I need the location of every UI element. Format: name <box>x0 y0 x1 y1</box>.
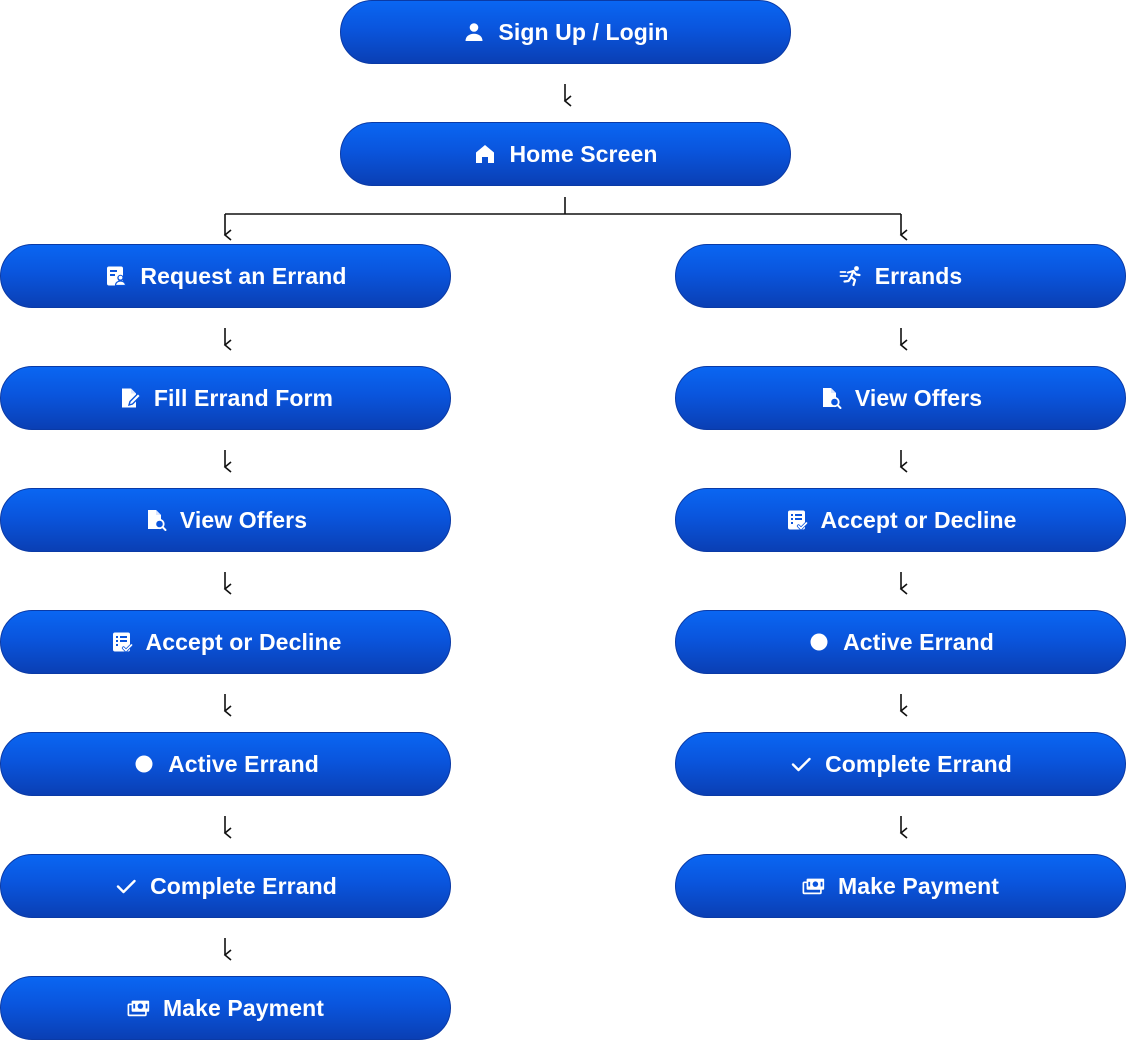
node-label: Make Payment <box>838 872 999 899</box>
errands-node[interactable]: Errands <box>675 244 1126 308</box>
document-search-icon <box>819 386 843 410</box>
signup-login-node[interactable]: Sign Up / Login <box>340 0 791 64</box>
node-label: Active Errand <box>843 628 994 655</box>
node-label: Sign Up / Login <box>498 18 669 45</box>
view-offers-node-left[interactable]: View Offers <box>0 488 451 552</box>
check-icon <box>789 752 813 776</box>
home-screen-node[interactable]: Home Screen <box>340 122 791 186</box>
view-offers-node-right[interactable]: View Offers <box>675 366 1126 430</box>
make-payment-node-left[interactable]: Make Payment <box>0 976 451 1040</box>
checklist-icon <box>785 508 809 532</box>
make-payment-node-right[interactable]: Make Payment <box>675 854 1126 918</box>
edit-document-icon <box>118 386 142 410</box>
cash-icon <box>127 996 151 1020</box>
cash-icon <box>802 874 826 898</box>
request-errand-node[interactable]: Request an Errand <box>0 244 451 308</box>
node-label: View Offers <box>179 506 308 533</box>
accept-decline-node-left[interactable]: Accept or Decline <box>0 610 451 674</box>
dot-icon <box>807 630 831 654</box>
node-label: Home Screen <box>509 140 658 167</box>
node-label: Fill Errand Form <box>153 384 334 411</box>
node-label: Active Errand <box>168 750 319 777</box>
user-icon <box>462 20 486 44</box>
node-label: Complete Errand <box>825 750 1012 777</box>
node-label: Errands <box>874 262 963 289</box>
node-label: Accept or Decline <box>145 628 342 655</box>
checklist-icon <box>110 630 134 654</box>
active-errand-node-right[interactable]: Active Errand <box>675 610 1126 674</box>
node-label: Complete Errand <box>150 872 337 899</box>
home-icon <box>473 142 497 166</box>
request-form-icon <box>104 264 128 288</box>
dot-icon <box>132 752 156 776</box>
complete-errand-node-left[interactable]: Complete Errand <box>0 854 451 918</box>
running-person-icon <box>839 264 863 288</box>
node-label: View Offers <box>854 384 983 411</box>
node-label: Make Payment <box>163 994 324 1021</box>
fill-errand-form-node[interactable]: Fill Errand Form <box>0 366 451 430</box>
accept-decline-node-right[interactable]: Accept or Decline <box>675 488 1126 552</box>
check-icon <box>114 874 138 898</box>
active-errand-node-left[interactable]: Active Errand <box>0 732 451 796</box>
node-label: Accept or Decline <box>820 506 1017 533</box>
node-label: Request an Errand <box>140 262 347 289</box>
complete-errand-node-right[interactable]: Complete Errand <box>675 732 1126 796</box>
document-search-icon <box>144 508 168 532</box>
